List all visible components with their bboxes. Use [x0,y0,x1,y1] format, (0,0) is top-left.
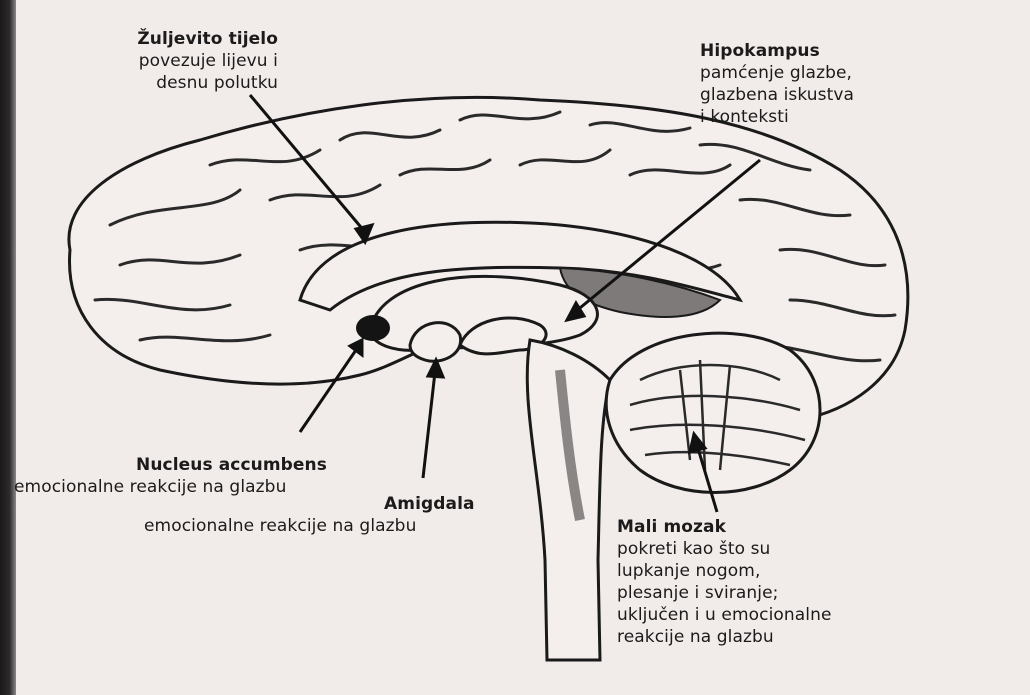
cerebellum-shape [606,333,820,492]
label-cerebellum-line-1: pokreti kao što su [617,538,832,560]
label-corpus-callosum-title: Žuljevito tijelo [96,28,278,50]
label-amygdala-line-1: emocionalne reakcije na glazbu [144,515,475,537]
label-amygdala: Amigdala emocionalne reakcije na glazbu [144,493,475,537]
brain-stem [527,340,610,660]
label-cerebellum-line-4: uključen i u emocionalne [617,604,832,626]
label-corpus-callosum: Žuljevito tijelo povezuje lijevu i desnu… [96,28,278,94]
label-hippocampus-line-2: glazbena iskustva [700,84,854,106]
label-cerebellum-line-3: plesanje i sviranje; [617,582,832,604]
label-amygdala-title: Amigdala [144,493,475,515]
label-hippocampus-line-1: pamćenje glazbe, [700,62,854,84]
label-nucleus-accumbens: Nucleus accumbens emocionalne reakcije n… [14,454,327,498]
label-hippocampus: Hipokampus pamćenje glazbe, glazbena isk… [700,40,854,128]
label-cerebellum: Mali mozak pokreti kao što su lupkanje n… [617,516,832,648]
label-corpus-callosum-line-1: povezuje lijevu i [96,50,278,72]
arrow-amygdala [423,372,435,478]
label-hippocampus-title: Hipokampus [700,40,854,62]
label-hippocampus-line-3: i konteksti [700,106,854,128]
label-cerebellum-line-5: reakcije na glazbu [617,626,832,648]
label-corpus-callosum-line-2: desnu polutku [96,72,278,94]
nucleus-accumbens-dot [356,315,390,341]
label-cerebellum-title: Mali mozak [617,516,832,538]
label-nucleus-accumbens-title: Nucleus accumbens [14,454,327,476]
label-cerebellum-line-2: lupkanje nogom, [617,560,832,582]
